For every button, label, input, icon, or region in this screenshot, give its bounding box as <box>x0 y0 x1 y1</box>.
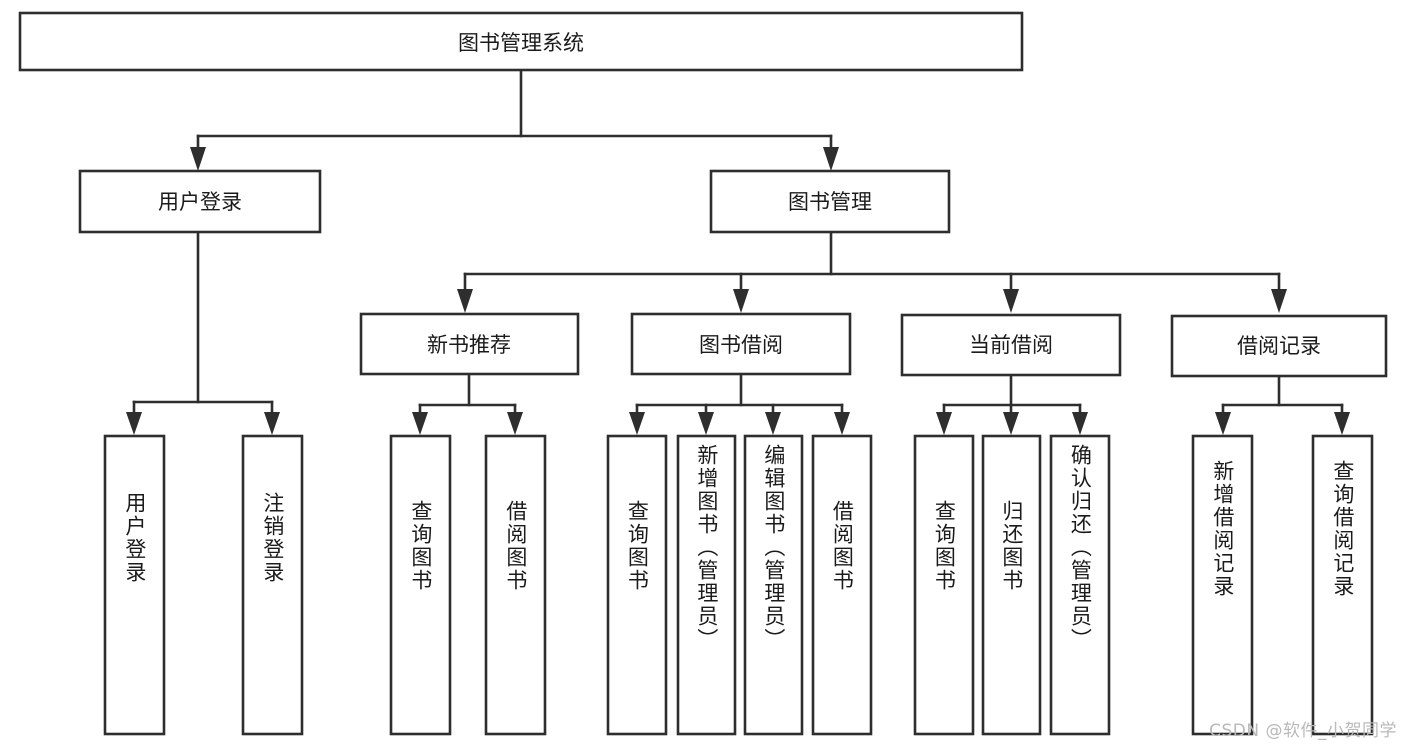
node-root-book-management-system[interactable]: 图书管理系统 <box>18 11 1024 72</box>
leaf-box-query-book-2[interactable] <box>606 434 668 736</box>
leaf-box-user-login[interactable] <box>103 434 166 736</box>
leaf-box-return-book[interactable] <box>981 434 1042 736</box>
connector-new-book-recommend-to-leaves <box>412 372 523 435</box>
leaf-box-logout-login[interactable] <box>241 434 304 736</box>
node-root-label: 图书管理系统 <box>458 31 584 55</box>
leaf-box-query-book-1[interactable] <box>389 434 452 736</box>
node-book-borrow-label: 图书借阅 <box>699 333 783 357</box>
node-book-management-label: 图书管理 <box>788 190 872 214</box>
connector-root-to-level1 <box>190 68 839 171</box>
csdn-watermark: CSDN @软件_小贺同学 <box>1209 721 1397 741</box>
connector-borrow-record-to-leaves <box>1215 373 1350 435</box>
leaf-box-query-record[interactable] <box>1311 434 1374 736</box>
leaf-box-borrow-book-1[interactable] <box>484 434 547 736</box>
node-current-borrow-label: 当前借阅 <box>969 333 1053 357</box>
leaf-box-confirm-return[interactable] <box>1049 434 1111 736</box>
node-current-borrow[interactable]: 当前借阅 <box>900 313 1122 377</box>
node-borrow-record[interactable]: 借阅记录 <box>1170 314 1388 378</box>
leaf-box-add-book[interactable] <box>676 434 737 736</box>
node-user-login[interactable]: 用户登录 <box>78 169 322 234</box>
connector-current-borrow-to-leaves <box>936 372 1088 435</box>
node-new-book-recommend-label: 新书推荐 <box>427 333 511 357</box>
node-user-login-label: 用户登录 <box>158 190 242 214</box>
leaf-box-query-book-3[interactable] <box>913 434 975 736</box>
leaf-box-edit-book[interactable] <box>743 434 804 736</box>
node-new-book-recommend[interactable]: 新书推荐 <box>359 312 580 376</box>
node-book-borrow[interactable]: 图书借阅 <box>630 312 852 376</box>
connector-book-borrow-to-leaves <box>629 372 850 435</box>
connector-user-login-to-leaves <box>126 230 280 435</box>
connector-book-management-to-level2 <box>457 230 1287 313</box>
leaf-box-borrow-book-2[interactable] <box>811 434 873 736</box>
node-borrow-record-label: 借阅记录 <box>1237 334 1321 358</box>
node-book-management[interactable]: 图书管理 <box>709 169 951 234</box>
leaf-box-add-record[interactable] <box>1191 434 1254 736</box>
